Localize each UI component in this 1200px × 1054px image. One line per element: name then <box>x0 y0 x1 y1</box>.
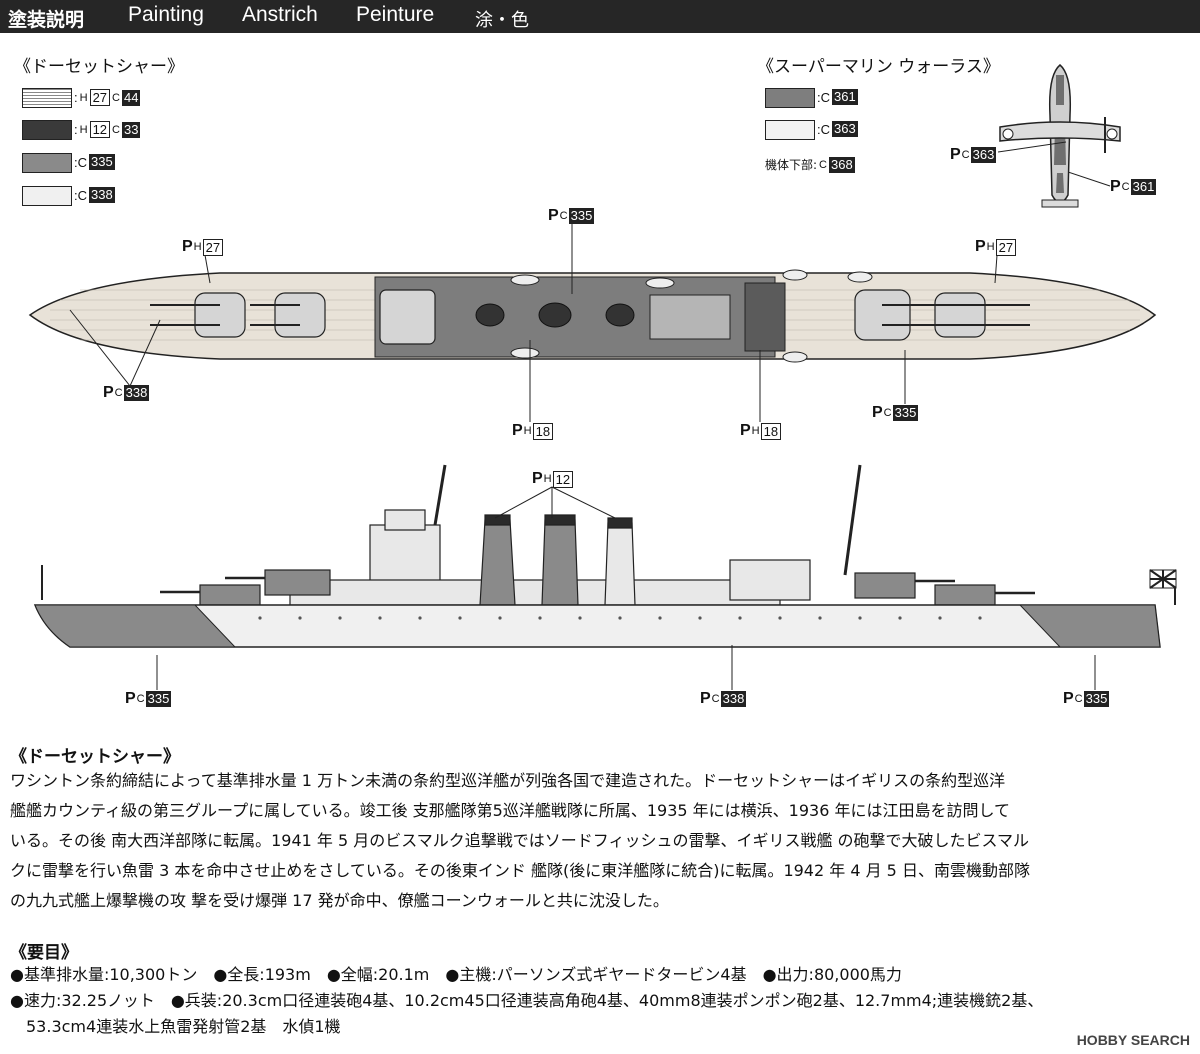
description-line-3: いる。その後 南大西洋部隊に転属。1941 年 5 月のビスマルク追撃戦ではソー… <box>10 831 1030 850</box>
leader-h18-right <box>759 350 761 422</box>
header-title-ja: 塗装説明 <box>8 9 85 31</box>
plane-leader-363 <box>998 141 1067 153</box>
ship-top-view <box>28 269 1157 363</box>
walrus-palette-title: 《スーパーマリン ウォーラス》 <box>757 57 1000 77</box>
leader-h12 <box>494 486 616 519</box>
leader-top-center <box>571 224 573 294</box>
walrus-plane-drawing <box>999 64 1121 208</box>
description-title: 《ドーセットシャー》 <box>10 747 180 767</box>
leader-h18-left <box>529 340 531 422</box>
swatch-h12-c33 <box>22 120 72 140</box>
specs-line-2: ●速力:32.25ノット ●兵装:20.3cm口径連装砲4基、10.2cm45口… <box>10 991 1044 1010</box>
leader-h27-right <box>994 255 998 284</box>
watermark: HOBBY SEARCH <box>1076 1032 1190 1048</box>
specs-line-1: ●基準排水量:10,300トン ●全長:193m ●全幅:20.1m ●主機:パ… <box>10 965 902 984</box>
specs-title: 《要目》 <box>10 943 78 963</box>
leader-c335-stern <box>1094 655 1096 690</box>
plane-leader-361 <box>1068 171 1111 187</box>
header-title-de: Anstrich <box>242 3 318 26</box>
leader-c335-right <box>904 350 906 404</box>
ship-side-view <box>33 464 1177 648</box>
header-bar: 塗装説明 Painting Anstrich Peinture 涂・色 <box>0 0 1200 33</box>
swatch-c335 <box>22 153 72 173</box>
description-line-4: クに雷撃を行い魚雷 3 本を命中させ止めをさしている。その後東インド 艦隊(後に… <box>10 861 1030 880</box>
description-line-1: ワシントン条約締結によって基準排水量 1 万トン未満の条約型巡洋艦が列強各国で建… <box>10 771 1006 790</box>
specs-body: ●基準排水量:10,300トン ●全長:193m ●全幅:20.1m ●主機:パ… <box>10 962 1192 1040</box>
header-title-cn: 涂・色 <box>475 10 529 31</box>
swatch-c361 <box>765 88 815 108</box>
leader-h27-left <box>204 255 211 284</box>
leader-c338-mid <box>731 645 733 690</box>
description-line-2: 艦艦カウンティ級の第三グループに属している。竣工後 支那艦隊第5巡洋艦戦隊に所属… <box>10 801 1010 820</box>
description-body: ワシントン条約締結によって基準排水量 1 万トン未満の条約型巡洋艦が列強各国で建… <box>10 766 1192 916</box>
swatch-c363 <box>765 120 815 140</box>
header-title-fr: Peinture <box>356 3 435 26</box>
leader-c335-bow <box>156 655 158 690</box>
swatch-c338 <box>22 186 72 206</box>
specs-line-3: 53.3cm4連装水上魚雷発射管2基 水偵1機 <box>10 1017 341 1036</box>
description-line-5: の九九式艦上爆撃機の攻 撃を受け爆弾 17 発が命中、僚艦コーンウォールと共に沈… <box>10 891 669 910</box>
header-title-en: Painting <box>128 3 204 26</box>
swatch-h27-c44 <box>22 88 72 108</box>
dorsetshire-palette-title: 《ドーセットシャー》 <box>14 57 184 77</box>
leader-c338-left <box>69 309 161 387</box>
